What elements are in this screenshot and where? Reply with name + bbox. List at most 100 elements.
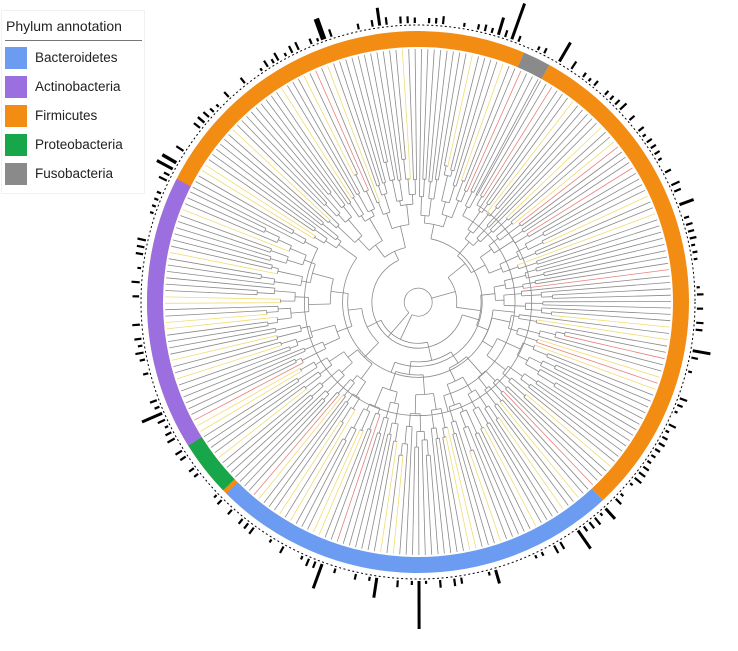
tree-branch bbox=[277, 270, 303, 277]
abundance-bar bbox=[202, 111, 210, 118]
tree-branch bbox=[406, 204, 410, 225]
abundance-bar bbox=[693, 257, 698, 261]
tree-branch bbox=[267, 322, 278, 325]
tree-branch bbox=[488, 386, 502, 402]
leaf-branch bbox=[345, 59, 383, 184]
abundance-bar bbox=[294, 41, 300, 51]
leaf-branch bbox=[373, 440, 394, 552]
abundance-bar bbox=[496, 17, 506, 36]
clade-arc bbox=[442, 426, 448, 429]
abundance-bar bbox=[559, 541, 566, 550]
tree-branch bbox=[278, 307, 291, 310]
leaf-branch bbox=[444, 53, 467, 166]
clade-arc bbox=[269, 248, 272, 253]
clade-arc bbox=[290, 308, 292, 319]
leaf-branch bbox=[183, 347, 305, 398]
abundance-bar bbox=[582, 525, 589, 532]
tree-branch bbox=[275, 324, 301, 331]
leaf-branch bbox=[543, 195, 648, 245]
tree-branch bbox=[456, 306, 481, 311]
leaf-branch bbox=[298, 78, 361, 194]
tree-branch bbox=[378, 185, 383, 196]
tree-branch bbox=[308, 303, 331, 305]
clade-arc bbox=[356, 375, 366, 383]
tree-branch bbox=[337, 379, 351, 394]
leaf-branch bbox=[212, 154, 316, 229]
legend-label-firmicutes: Firmicutes bbox=[35, 108, 98, 123]
leaf-branch bbox=[321, 67, 378, 203]
leaf-branch bbox=[263, 396, 346, 503]
abundance-bar bbox=[687, 370, 693, 374]
tree-branch bbox=[400, 443, 403, 456]
leaf-branch bbox=[172, 239, 273, 266]
leaf-branch bbox=[552, 294, 671, 299]
leaf-branch bbox=[502, 390, 594, 486]
abundance-bar bbox=[161, 153, 178, 164]
tree-branch bbox=[463, 428, 472, 451]
leaf-branch bbox=[190, 191, 267, 229]
leaf-branch bbox=[176, 345, 282, 380]
clade-arc bbox=[280, 341, 282, 346]
abundance-bar bbox=[270, 58, 275, 64]
tree-branch bbox=[518, 318, 537, 322]
tree-branch bbox=[443, 395, 449, 412]
tree-branch bbox=[526, 273, 545, 279]
tree-branch bbox=[459, 402, 464, 412]
abundance-bar bbox=[279, 545, 285, 554]
clade-arc bbox=[350, 407, 356, 411]
abundance-bar bbox=[439, 580, 442, 588]
tree-branch bbox=[423, 179, 425, 197]
tree-branch bbox=[360, 215, 366, 222]
leaf-branch bbox=[511, 377, 615, 462]
leaf-branch bbox=[228, 134, 329, 223]
tree-branch bbox=[394, 251, 399, 261]
clade-arc bbox=[369, 403, 381, 409]
tree-branch bbox=[338, 214, 346, 223]
tree-branch bbox=[524, 373, 538, 383]
tree-branch bbox=[496, 222, 513, 237]
tree-branch bbox=[361, 411, 371, 431]
tree-branch bbox=[385, 401, 391, 418]
leaf-branch bbox=[526, 167, 633, 235]
clade-arc bbox=[504, 280, 507, 289]
abundance-bar bbox=[487, 571, 491, 576]
abundance-bar bbox=[692, 250, 698, 254]
leaf-branch bbox=[434, 51, 454, 180]
leaf-branch bbox=[248, 392, 338, 491]
abundance-bar bbox=[517, 35, 522, 43]
leaf-branch bbox=[250, 111, 341, 214]
leaf-branch bbox=[167, 321, 268, 336]
tree-branch bbox=[476, 196, 483, 206]
clade-arc bbox=[484, 405, 489, 409]
ring-segment-proteobacteria bbox=[188, 437, 235, 491]
leaf-branch bbox=[339, 61, 381, 186]
clade-arc bbox=[534, 280, 536, 284]
tree-branch bbox=[508, 381, 526, 397]
leaf-branch bbox=[169, 252, 278, 275]
legend-swatch-bacteroidetes bbox=[5, 47, 27, 69]
leaf-branch bbox=[565, 331, 666, 353]
abundance-bar bbox=[313, 18, 325, 41]
abundance-bar bbox=[692, 349, 711, 356]
leaf-branch bbox=[490, 122, 597, 230]
clade-arc bbox=[363, 408, 370, 412]
tree-branch bbox=[455, 180, 464, 200]
abundance-bar bbox=[453, 578, 457, 587]
leaf-branch bbox=[412, 446, 416, 555]
clade-arc bbox=[537, 369, 541, 375]
tree-branch bbox=[321, 369, 340, 385]
leaf-branch bbox=[540, 365, 643, 419]
tree-branch bbox=[375, 244, 385, 258]
leaf-branch bbox=[541, 282, 671, 293]
tree-branch bbox=[462, 206, 468, 216]
tree-branch bbox=[366, 403, 370, 411]
clade-arc bbox=[402, 443, 408, 445]
clade-arc bbox=[359, 429, 364, 432]
abundance-bar bbox=[175, 145, 185, 152]
abundance-bar bbox=[510, 2, 527, 40]
tree-branch bbox=[360, 363, 373, 379]
leaf-branch bbox=[367, 434, 392, 551]
abundance-bar bbox=[661, 435, 669, 441]
leaf-branch bbox=[401, 49, 411, 179]
clade-arc bbox=[464, 190, 468, 192]
